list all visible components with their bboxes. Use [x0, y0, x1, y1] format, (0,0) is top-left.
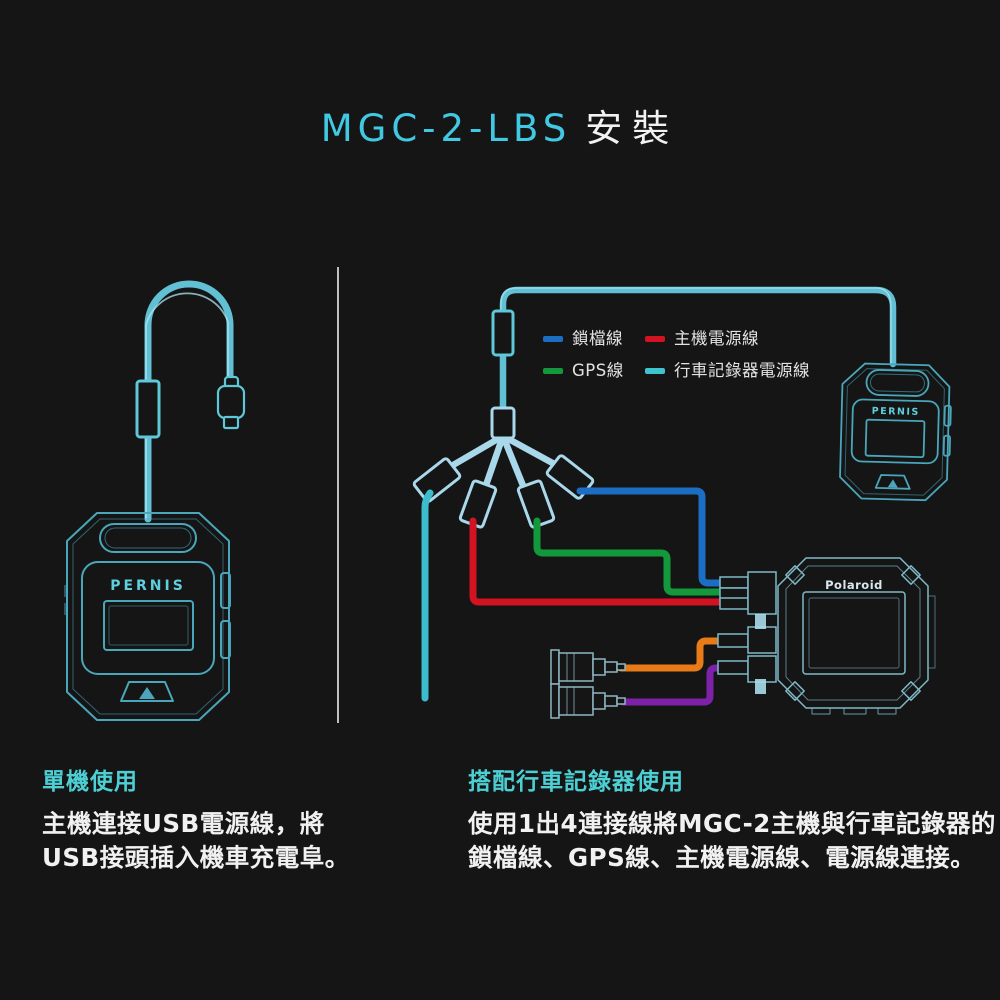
- legend-label: 行車記錄器電源線: [674, 361, 810, 380]
- usb-cable: [135, 280, 234, 523]
- section-heading: 單機使用: [42, 769, 138, 795]
- main-power-wire: [469, 517, 726, 606]
- ferrite-bead: [135, 379, 161, 439]
- ferrite-bead: [491, 309, 515, 357]
- legend-label: 主機電源線: [674, 329, 759, 348]
- standalone-usage-section: 單機使用 主機連接USB電源線，將 USB接頭插入機車充電阜。: [42, 762, 542, 874]
- gps-wire: [533, 517, 726, 596]
- lock-file-wire: [576, 487, 726, 587]
- section-body-line: 主機連接USB電源線，將: [42, 809, 325, 838]
- wire-legend: 鎖檔線 主機電源線 GPS線 行車記錄器電源線: [543, 330, 810, 380]
- harness-connector-plugs: [412, 454, 595, 529]
- section-body-line: 使用1出4連接線將MGC-2主機與行車記錄器的: [468, 809, 996, 838]
- dashcam-usage-section: 搭配行車記錄器使用 使用1出4連接線將MGC-2主機與行車記錄器的 鎖檔線、GP…: [468, 762, 996, 874]
- bnc-connector: [550, 649, 626, 685]
- model-name-text: MGC-2-LBS: [320, 107, 572, 150]
- dashcam-brand-text: Polaroid: [825, 578, 883, 592]
- orange-wire: [617, 637, 726, 672]
- gps-unit-small-illustration: PERNIS: [839, 362, 952, 502]
- bnc-connector: [550, 683, 626, 719]
- section-body-line: 鎖檔線、GPS線、主機電源線、電源線連接。: [468, 842, 976, 872]
- usb-plug-icon: [216, 375, 246, 430]
- section-heading: 搭配行車記錄器使用: [468, 769, 684, 795]
- splitter-fan-cables: [444, 432, 562, 492]
- legend-dash-main-power: [645, 336, 665, 342]
- legend-dash-dashcam-power: [645, 368, 665, 374]
- gps-unit-brand-text: PERNIS: [872, 406, 920, 418]
- legend-label: GPS線: [572, 361, 624, 380]
- legend-dash-gps: [543, 368, 563, 374]
- dashcam-illustration: [777, 557, 936, 715]
- purple-wire: [619, 664, 726, 706]
- title-action-text: 安裝: [585, 107, 680, 150]
- dashcam-power-wire: [421, 489, 434, 702]
- page-title: MGC-2-LBS 安裝: [0, 98, 1000, 152]
- legend-label: 鎖檔線: [572, 329, 623, 348]
- splitter-hub: [490, 406, 516, 440]
- gps-unit-brand-text: PERNIS: [110, 578, 186, 594]
- legend-dash-lock-file: [543, 336, 563, 342]
- vertical-divider: [337, 267, 339, 723]
- section-body-line: USB接頭插入機車充電阜。: [42, 842, 350, 872]
- dashcam-ports: [717, 571, 777, 694]
- gps-unit-illustration: [64, 512, 231, 721]
